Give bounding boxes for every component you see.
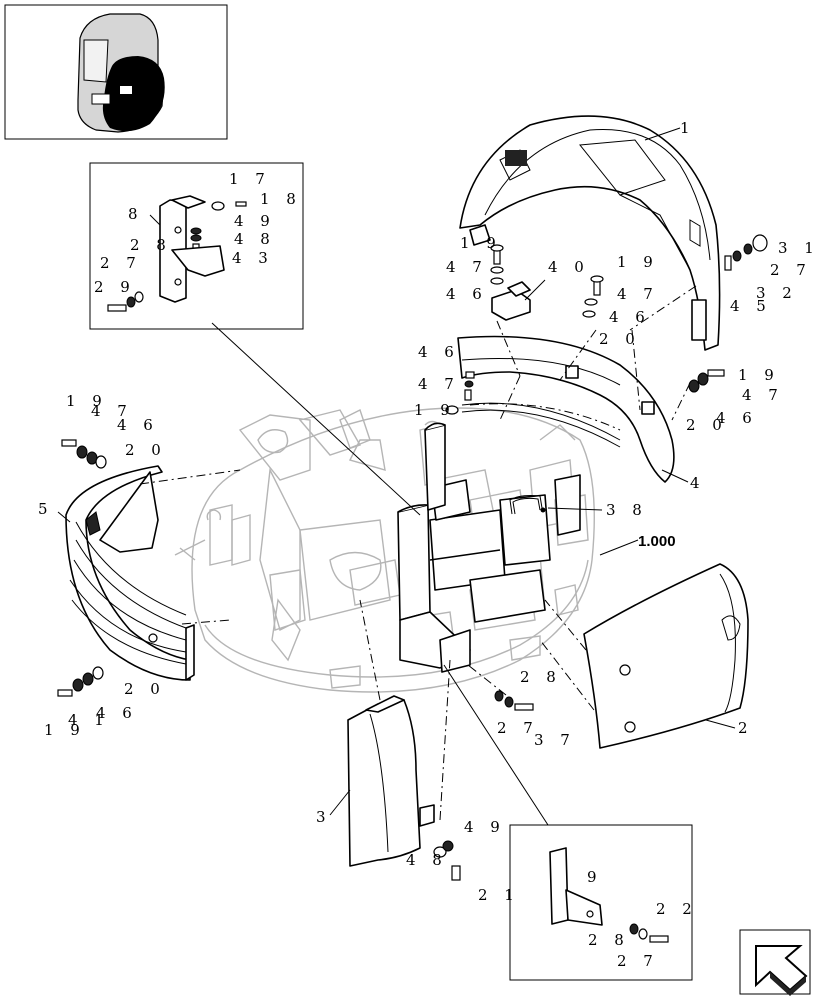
callout-46f: 4 6 bbox=[96, 704, 138, 722]
callout-46e: 4 6 bbox=[117, 416, 159, 434]
callout-32: 3 2 bbox=[756, 284, 798, 302]
part-5-left-panel bbox=[65, 465, 195, 681]
callout-1: 1 bbox=[680, 119, 696, 137]
callout-28c: 2 8 bbox=[588, 931, 630, 949]
callout-49a: 4 9 bbox=[234, 212, 276, 230]
callout-38: 3 8 bbox=[606, 501, 648, 519]
part-40-block bbox=[491, 281, 531, 321]
callout-5: 5 bbox=[38, 500, 54, 518]
callout-20d: 2 0 bbox=[124, 680, 166, 698]
callout-37: 3 7 bbox=[534, 731, 576, 749]
callout-19d: 1 9 bbox=[738, 366, 780, 384]
callout-47e: 4 7 bbox=[91, 402, 133, 420]
callout-27a: 2 7 bbox=[100, 254, 142, 272]
callout-45: 4 5 bbox=[730, 297, 772, 315]
navigation-arrow-icon[interactable] bbox=[739, 929, 811, 996]
part-1-top-cover bbox=[459, 115, 721, 351]
inset-bracket-9 bbox=[509, 824, 693, 981]
callout-46d: 4 6 bbox=[716, 409, 758, 427]
callout-19f: 1 9 bbox=[44, 721, 86, 739]
callout-labels: 1 2 3 4 5 8 9 1 7 1 8 4 9 4 8 4 3 2 8 2 … bbox=[38, 119, 816, 970]
callout-28b: 2 8 bbox=[520, 668, 562, 686]
leader-lines bbox=[57, 127, 736, 826]
callout-17: 1 7 bbox=[229, 170, 271, 188]
callout-43: 4 3 bbox=[232, 249, 274, 267]
callout-3: 3 bbox=[316, 808, 332, 826]
part-3-guard bbox=[347, 695, 435, 867]
callout-46c: 4 6 bbox=[418, 343, 460, 361]
callout-19e: 1 9 bbox=[66, 392, 108, 410]
callout-8: 8 bbox=[128, 205, 144, 223]
callout-31: 3 1 bbox=[778, 239, 816, 257]
center-tower bbox=[397, 422, 581, 673]
callout-47d: 4 7 bbox=[742, 386, 784, 404]
callout-46a: 4 6 bbox=[446, 285, 488, 303]
callout-2: 2 bbox=[738, 719, 754, 737]
callout-48b: 4 8 bbox=[406, 851, 448, 869]
callout-28a: 2 8 bbox=[130, 236, 172, 254]
callout-18: 1 8 bbox=[260, 190, 302, 208]
part-38-handle bbox=[509, 495, 546, 515]
callout-9: 9 bbox=[587, 868, 603, 886]
callout-47a: 4 7 bbox=[446, 258, 488, 276]
callout-48a: 4 8 bbox=[234, 230, 276, 248]
callout-22: 2 2 bbox=[656, 900, 698, 918]
callout-4: 4 bbox=[690, 474, 706, 492]
callout-47b: 4 7 bbox=[617, 285, 659, 303]
callout-49b: 4 9 bbox=[464, 818, 506, 836]
callout-41: 4 1 bbox=[68, 711, 110, 729]
callout-21: 2 1 bbox=[478, 886, 520, 904]
callout-20c: 2 0 bbox=[125, 441, 167, 459]
callout-19a: 1 9 bbox=[460, 234, 502, 252]
callout-46b: 4 6 bbox=[609, 308, 651, 326]
callout-47c: 4 7 bbox=[418, 375, 460, 393]
callout-40: 4 0 bbox=[548, 258, 590, 276]
callout-1000: 1.000 bbox=[638, 533, 676, 550]
hardware bbox=[57, 201, 768, 943]
overview-thumbnail bbox=[4, 4, 228, 140]
callout-27d: 2 7 bbox=[617, 952, 659, 970]
callout-20b: 2 0 bbox=[686, 416, 728, 434]
part-4-rear-panel bbox=[457, 335, 675, 483]
inset-bracket-8 bbox=[89, 162, 304, 330]
part-2-right-panel bbox=[583, 563, 749, 749]
callout-19b: 1 9 bbox=[617, 253, 659, 271]
callout-20a: 2 0 bbox=[599, 330, 641, 348]
callout-29: 2 9 bbox=[94, 278, 136, 296]
callout-27c: 2 7 bbox=[497, 719, 539, 737]
callout-27b: 2 7 bbox=[770, 261, 812, 279]
callout-19c: 1 9 bbox=[414, 401, 456, 419]
